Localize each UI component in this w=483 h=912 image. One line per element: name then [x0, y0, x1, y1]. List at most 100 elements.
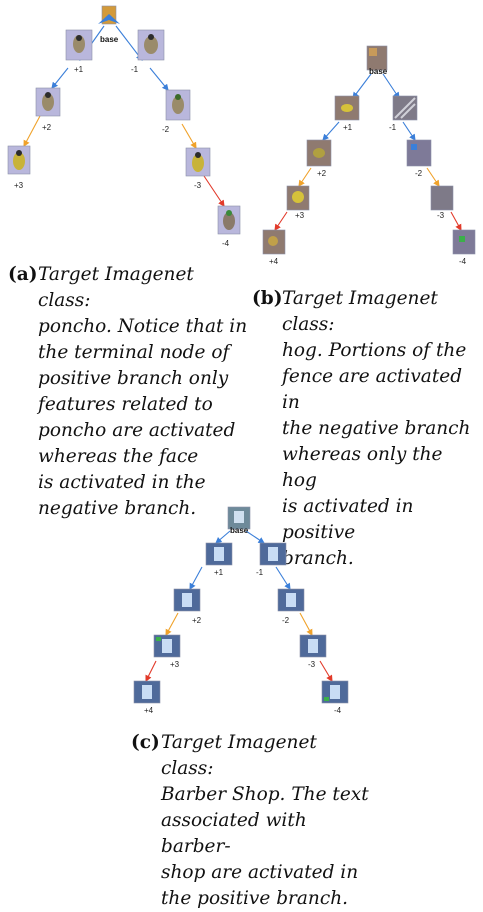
- node-p1: +1: [205, 542, 233, 577]
- node-label-p1: +1: [214, 568, 224, 577]
- caption-b-line: branch.: [282, 548, 354, 569]
- node-n3: -3: [430, 185, 454, 220]
- node-label-p1: +1: [343, 123, 353, 132]
- edge-n2-n3: [299, 612, 313, 636]
- node-label-n4: -4: [334, 706, 342, 715]
- node-label-p2: +2: [192, 616, 202, 625]
- caption-c-line: shop are activated in: [161, 862, 359, 883]
- node-p2: +2: [173, 588, 202, 625]
- caption-b-tag: (b): [252, 288, 283, 309]
- node-label-n1: -1: [131, 65, 139, 74]
- caption-c: (c) Target Imagenet class: Barber Shop. …: [131, 730, 371, 912]
- node-label-p2: +2: [42, 123, 52, 132]
- tree-poncho: base +1 -1 +2 -2 +3 -3 -4: [7, 5, 241, 248]
- node-label-base: base: [100, 35, 119, 44]
- node-n1: -1: [131, 29, 165, 74]
- caption-a-line: the terminal node of: [38, 342, 230, 363]
- edge-p1-p2: [322, 121, 340, 141]
- node-n4: -4: [321, 680, 349, 715]
- edge-p1-p2: [51, 67, 69, 89]
- caption-b-line: is activated in positive: [282, 496, 414, 543]
- node-label-n4: -4: [222, 239, 230, 248]
- edge-base-p1: [215, 530, 231, 544]
- node-n4: -4: [217, 205, 241, 248]
- edge-n3-n4: [450, 211, 462, 231]
- node-label-n2: -2: [282, 616, 290, 625]
- caption-a-line: Target Imagenet class:: [38, 264, 194, 311]
- caption-a: (a) Target Imagenet class: poncho. Notic…: [8, 262, 248, 522]
- caption-c-line: Target Imagenet class:: [161, 732, 317, 779]
- node-n3: -3: [185, 147, 211, 190]
- node-base: base: [227, 506, 251, 535]
- edge-p3-p4: [274, 211, 288, 231]
- caption-b-line: fence are activated in: [282, 366, 463, 413]
- node-p2: +2: [35, 87, 61, 132]
- node-p4: +4: [262, 229, 286, 266]
- node-label-n1: -1: [389, 123, 397, 132]
- node-label-base: base: [369, 67, 388, 76]
- caption-a-tag: (a): [8, 264, 38, 285]
- tree-barber-shop: base +1 -1 +2 -2 +3 -3 +4 -4: [133, 506, 349, 715]
- node-p2: +2: [306, 139, 332, 178]
- node-label-n2: -2: [162, 125, 170, 134]
- node-label-n2: -2: [415, 169, 423, 178]
- caption-b-line: the negative branch: [282, 418, 471, 439]
- caption-c-tag: (c): [131, 732, 160, 753]
- node-label-n1: -1: [256, 568, 264, 577]
- edge-base-n1: [245, 530, 265, 544]
- edge-p2-p3: [23, 115, 41, 147]
- node-p3: +3: [286, 185, 310, 220]
- caption-a-line: negative branch.: [38, 498, 197, 519]
- node-label-p3: +3: [295, 211, 305, 220]
- caption-a-line: poncho are activated: [38, 420, 236, 441]
- node-base: base: [98, 5, 120, 44]
- caption-b-line: hog. Portions of the: [282, 340, 467, 361]
- node-n3: -3: [299, 634, 327, 669]
- caption-b-line: Target Imagenet class:: [282, 288, 438, 335]
- node-label-p2: +2: [317, 169, 327, 178]
- caption-b: (b) Target Imagenet class: hog. Portions…: [252, 286, 482, 572]
- node-n2: -2: [162, 89, 191, 134]
- node-label-n3: -3: [194, 181, 202, 190]
- node-label-n3: -3: [437, 211, 445, 220]
- edge-n1-n2: [402, 121, 416, 141]
- edge-base-n1: [382, 73, 400, 99]
- node-label-p3: +3: [14, 181, 24, 190]
- node-n1: -1: [389, 95, 418, 132]
- node-n2: -2: [406, 139, 432, 178]
- caption-a-line: positive branch only: [38, 368, 229, 389]
- node-p1: +1: [334, 95, 360, 132]
- node-base: base: [366, 45, 388, 76]
- tree-hog: base +1 -1 +2 -2 +3 -3 +4 -4: [262, 45, 476, 266]
- edge-base-n1: [115, 25, 143, 61]
- caption-a-line: whereas the face: [38, 446, 199, 467]
- node-label-p4: +4: [269, 257, 279, 266]
- node-p1: +1: [65, 29, 93, 74]
- caption-a-line: features related to: [38, 394, 213, 415]
- edge-p2-p3: [298, 167, 312, 187]
- edge-n2-n3: [426, 167, 440, 187]
- caption-a-line: poncho. Notice that in: [38, 316, 248, 337]
- node-n1: -1: [256, 542, 287, 577]
- node-p3: +3: [7, 145, 31, 190]
- node-label-p3: +3: [170, 660, 180, 669]
- edge-p1-p2: [189, 566, 203, 590]
- node-label-p4: +4: [144, 706, 154, 715]
- node-n4: -4: [452, 229, 476, 266]
- edge-n2-n3: [181, 123, 197, 149]
- caption-c-line: the positive branch.: [161, 888, 348, 909]
- caption-c-line: Barber Shop. The text: [161, 784, 369, 805]
- edge-n3-n4: [203, 175, 225, 207]
- node-label-base: base: [230, 526, 249, 535]
- caption-c-line: associated with barber-: [161, 810, 307, 857]
- node-n2: -2: [277, 588, 305, 625]
- node-p3: +3: [153, 634, 181, 669]
- node-label-n3: -3: [308, 660, 316, 669]
- edge-p3-p4: [145, 660, 157, 682]
- edge-p2-p3: [165, 612, 179, 636]
- edge-base-p1: [352, 73, 372, 99]
- node-p4: +4: [133, 680, 161, 715]
- node-label-p1: +1: [74, 65, 84, 74]
- edge-n1-n2: [149, 67, 169, 91]
- node-label-n4: -4: [459, 257, 467, 266]
